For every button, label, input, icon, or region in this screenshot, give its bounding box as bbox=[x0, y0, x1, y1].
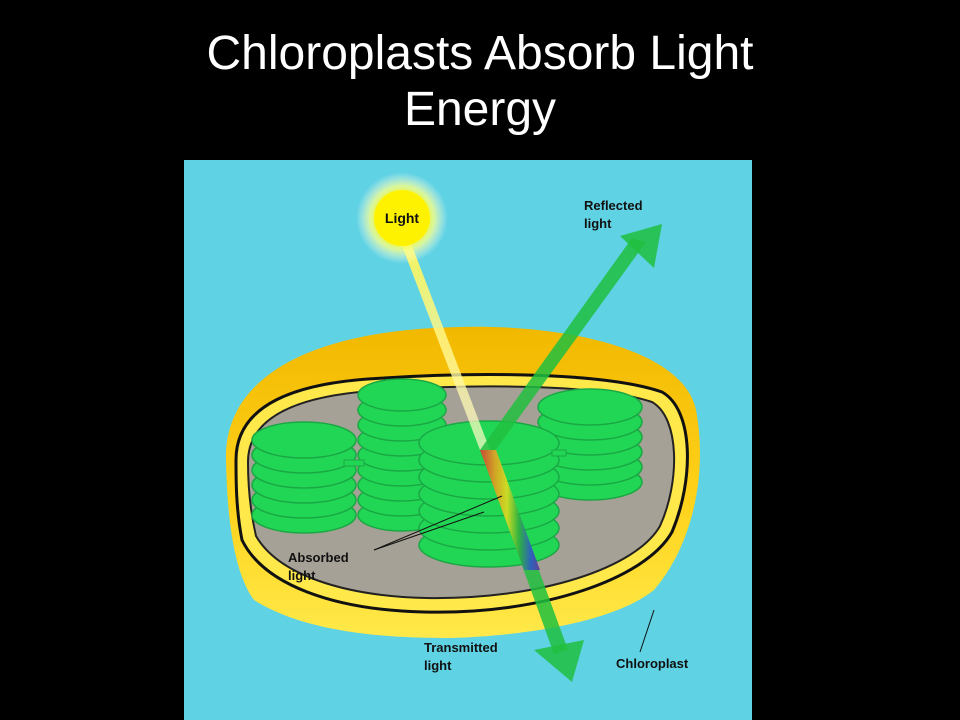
transmitted-label-line-1: Transmitted bbox=[424, 640, 498, 655]
incident-light-beam bbox=[396, 230, 490, 450]
absorbed-label-line-1: Absorbed bbox=[288, 550, 349, 565]
stroma-lamellae bbox=[343, 449, 567, 467]
sun-icon bbox=[374, 190, 430, 246]
chloroplast-diagram-svg: Light Reflected light Absorbed light Tra… bbox=[184, 160, 752, 720]
chloroplast-diagram: Light Reflected light Absorbed light Tra… bbox=[184, 160, 752, 720]
granum-right bbox=[537, 388, 643, 501]
title-line-2: Energy bbox=[403, 83, 557, 136]
chloroplast-pointer-line bbox=[639, 609, 655, 653]
title-line-1: Chloroplasts Absorb Light bbox=[206, 27, 754, 80]
reflected-label-line-2: light bbox=[584, 216, 612, 231]
slide-title: Chloroplasts Absorb Light Energy bbox=[0, 26, 960, 138]
absorbed-pointer-lines bbox=[373, 495, 503, 551]
absorbed-label-line-2: light bbox=[288, 568, 316, 583]
transmitted-label-line-2: light bbox=[424, 658, 452, 673]
granum-left bbox=[251, 421, 357, 534]
reflected-light-arrow bbox=[480, 224, 662, 452]
absorbed-light-spectrum bbox=[480, 450, 540, 570]
reflected-label-line-1: Reflected bbox=[584, 198, 643, 213]
chloroplast-label: Chloroplast bbox=[616, 656, 689, 671]
sun-label: Light bbox=[385, 210, 420, 226]
